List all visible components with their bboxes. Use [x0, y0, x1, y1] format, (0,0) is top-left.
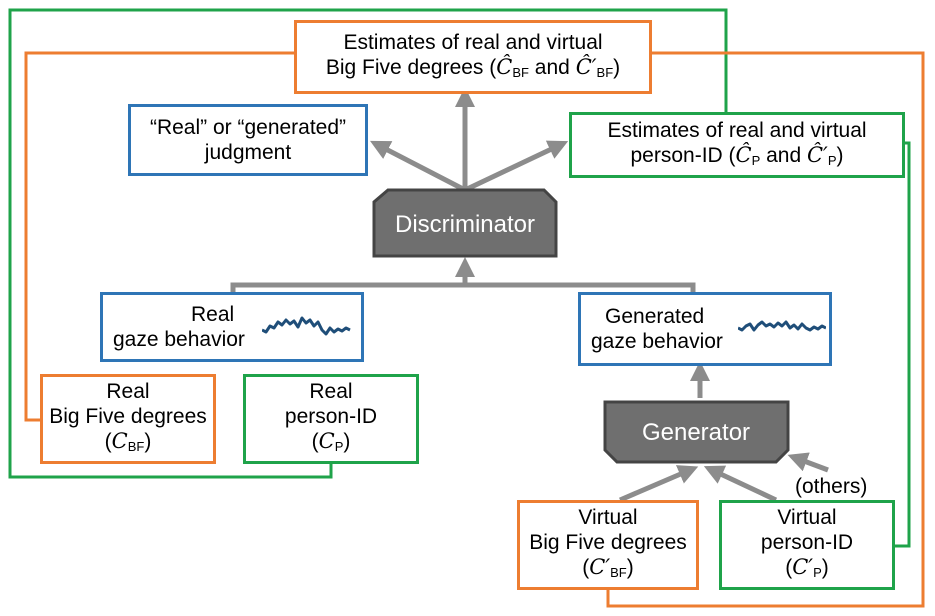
judgment-line1: “Real” or “generated” [149, 116, 347, 139]
real-bf-line1: Real [106, 380, 150, 403]
pid-estimates-box: Estimates of real and virtual person-ID … [569, 112, 905, 178]
real-gaze-line1: Real [191, 303, 235, 326]
judgment-box: “Real” or “generated” judgment [128, 104, 368, 176]
real-bf-box: Real Big Five degrees (CBF) [40, 374, 216, 464]
judgment-line2: judgment [204, 141, 292, 164]
real-pid-line2: person-ID [284, 405, 378, 428]
green-right-loop-line [895, 141, 911, 548]
others-label: (others) [795, 475, 868, 498]
bf-estimates-line2: Big Five degrees (ĈBF and Ĉ′BF) [325, 54, 621, 80]
virtual-bf-line1: Virtual [578, 506, 638, 529]
real-bf-symbol: (CBF) [104, 429, 152, 454]
generated-gaze-signal-icon [738, 320, 826, 332]
orange-right-loop-line [606, 51, 925, 608]
real-gaze-line2: gaze behavior [113, 328, 245, 351]
arrow-others-to-generator [787, 452, 829, 473]
real-pid-symbol: (CP) [311, 429, 351, 454]
virtual-pid-line2: person-ID [760, 531, 854, 554]
generated-gaze-line2: gaze behavior [591, 330, 723, 353]
virtual-bf-box: Virtual Big Five degrees (C′BF) [517, 500, 699, 590]
discriminator-node: Discriminator [372, 188, 558, 258]
virtual-pid-symbol: (C′P) [785, 555, 829, 580]
bf-estimates-box: Estimates of real and virtual Big Five d… [294, 20, 652, 94]
real-bf-line2: Big Five degrees [49, 405, 207, 428]
pid-estimates-line1: Estimates of real and virtual [607, 118, 867, 142]
virtual-pid-line1: Virtual [777, 506, 837, 529]
generator-label: Generator [642, 419, 750, 446]
arrow-to-pid-estimates [463, 140, 569, 193]
real-gaze-signal-icon [262, 316, 351, 336]
generator-node: Generator [603, 400, 790, 464]
real-pid-box: Real person-ID (CP) [243, 374, 419, 464]
virtual-pid-box: Virtual person-ID (C′P) [719, 500, 895, 590]
bf-estimates-line1: Estimates of real and virtual [343, 30, 603, 54]
arrow-virtual-pid-to-generator [703, 465, 778, 503]
real-pid-line1: Real [309, 380, 353, 403]
virtual-bf-line2: Big Five degrees [529, 531, 687, 554]
green-loop-line [8, 8, 728, 479]
generated-gaze-line1: Generated [605, 305, 705, 328]
pid-estimates-line2: person-ID (ĈP and Ĉ′P) [630, 142, 844, 168]
virtual-bf-symbol: (C′BF) [582, 555, 634, 580]
merge-to-discriminator-line [230, 282, 696, 292]
arrow-virtual-bf-to-generator [619, 465, 699, 503]
discriminator-label: Discriminator [395, 211, 535, 238]
arrow-to-judgment [370, 140, 467, 193]
orange-loop-line [24, 51, 294, 422]
